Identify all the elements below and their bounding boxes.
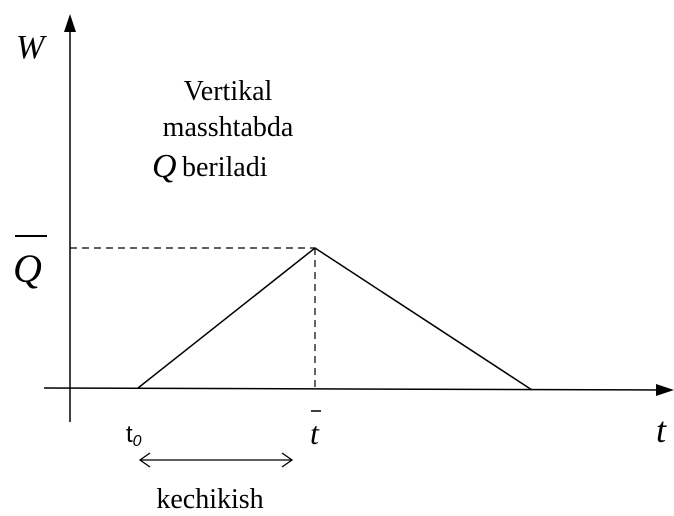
delay-arrow-right-head xyxy=(281,452,294,468)
y-axis-arrowhead xyxy=(64,14,76,32)
annotation-line-1: Vertikal xyxy=(184,76,273,107)
y-axis-label: W xyxy=(16,29,47,66)
delay-arrow-left-head xyxy=(138,452,151,468)
t0-main: t xyxy=(126,421,133,448)
x-axis-arrowhead xyxy=(656,384,674,396)
annotation-q-symbol: Q xyxy=(152,148,177,185)
delay-label: kechikish xyxy=(156,484,263,515)
annotation-line-2: masshtabda xyxy=(163,112,294,143)
annotation-line-3: beriladi xyxy=(182,152,268,183)
t0-label: t0 xyxy=(126,421,142,450)
triangular-response-line xyxy=(137,247,533,391)
q-bar-label: Q xyxy=(13,246,42,291)
x-axis-label: t xyxy=(656,410,667,450)
t-bar-label: t xyxy=(310,415,320,451)
t0-subscript: 0 xyxy=(133,433,142,450)
x-axis xyxy=(43,387,663,391)
